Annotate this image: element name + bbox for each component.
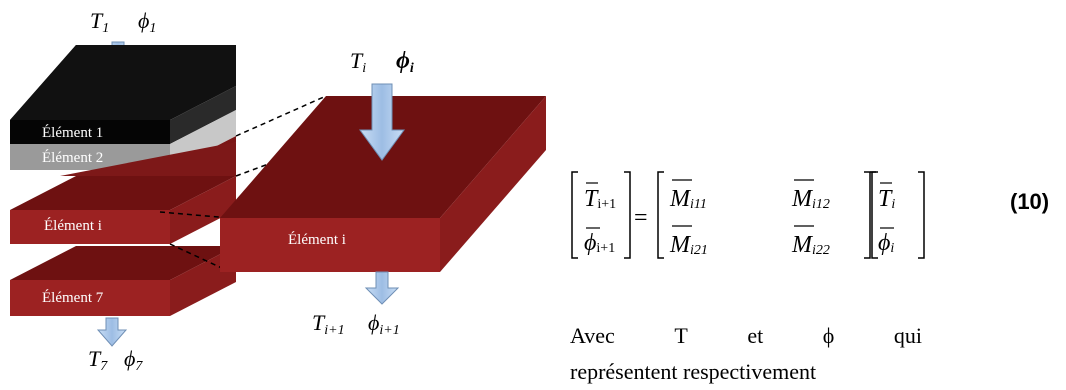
lhs-phi: ϕi+1: [584, 230, 615, 256]
element-1-label: Élément 1: [42, 124, 103, 141]
caption-line-1: Avec T et ϕ qui: [570, 318, 922, 354]
caption-word: qui: [893, 323, 922, 348]
detail-in-arrow: [359, 83, 405, 161]
detail-top-T-label: Ti: [350, 48, 366, 76]
bottom-phi-label: ϕ7: [124, 346, 143, 372]
matrix-m21: Mi21: [669, 232, 708, 258]
lhs-T: Ti+1: [584, 186, 616, 212]
equals-sign: =: [634, 205, 648, 231]
element-2-label: Élément 2: [42, 149, 103, 166]
layer-element-1: Élément 1: [10, 45, 236, 144]
rhs-phi: ϕi: [878, 230, 894, 256]
layer-element-7: Élément 7: [10, 246, 236, 316]
element-i-label: Élément i: [44, 217, 102, 234]
detail-bottom-phi-label: ϕi+1: [368, 310, 400, 338]
caption-word: ϕ: [822, 323, 835, 348]
heat-flux-out-arrow: [96, 317, 128, 347]
figure: T1 ϕ1 Élément 1 Élément 2 . . Élément i …: [10, 8, 1050, 384]
bottom-T-label: T7: [88, 346, 108, 372]
detail-top-phi-label: ϕi: [396, 48, 414, 76]
equation-number: (10): [1010, 189, 1050, 214]
detail-label: Élément i: [288, 231, 346, 248]
top-phi-label: ϕ1: [138, 8, 156, 36]
caption-line-2: représentent respectivement: [570, 359, 817, 384]
matrix-m11: Mi11: [669, 186, 707, 212]
detail-out-arrow: [364, 271, 400, 305]
caption-word: Avec: [570, 323, 615, 348]
caption-word: et: [747, 323, 764, 348]
multilayer-diagram: T1 ϕ1 Élément 1 Élément 2 . . Élément i …: [10, 8, 925, 372]
caption-word: T: [674, 323, 688, 348]
rhs-T: Ti: [878, 186, 895, 212]
caption-text: Avec T et ϕ qui représentent respectivem…: [570, 318, 922, 390]
detail-bottom-T-label: Ti+1: [312, 310, 345, 338]
top-T-label: T1: [90, 8, 109, 36]
element-7-label: Élément 7: [42, 289, 104, 306]
matrix-m22: Mi22: [791, 232, 830, 258]
matrix-m12: Mi12: [791, 186, 830, 212]
layer-element-i: Élément i: [10, 142, 236, 244]
matrix-equation: Ti+1 ϕi+1 = Mi11 Mi12 Mi21 Mi22 Ti ϕi: [571, 171, 925, 259]
